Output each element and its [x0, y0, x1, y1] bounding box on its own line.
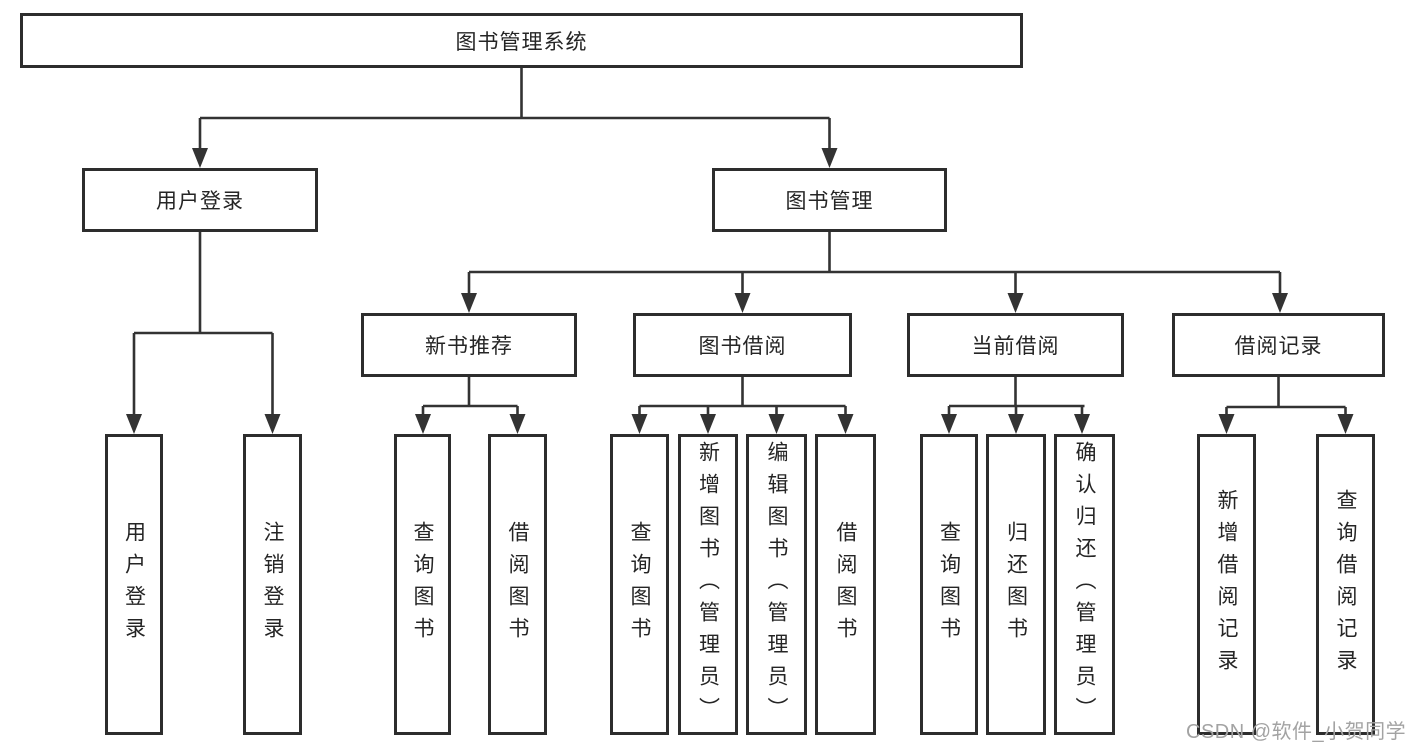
leaf-query-borrow-record-label: 查询借阅记录: [1334, 488, 1357, 681]
node-borrow-records-label: 借阅记录: [1234, 335, 1323, 358]
node-user-login-label: 用户登录: [156, 190, 244, 213]
leaf-user-login-label: 用户登录: [122, 520, 146, 649]
leaf-query-books-borrow-label: 查询图书: [628, 520, 651, 649]
leaf-query-books-recommend: 查询图书: [394, 434, 451, 735]
leaf-borrow-books-recommend: 借阅图书: [488, 434, 547, 735]
leaf-add-borrow-record: 新增借阅记录: [1197, 434, 1256, 735]
leaf-add-books-admin: 新增图书（管理员）: [678, 434, 738, 735]
leaf-edit-books-admin-label: 编辑图书（管理员）: [765, 440, 788, 729]
leaf-query-books-borrow: 查询图书: [610, 434, 669, 735]
leaf-add-borrow-record-label: 新增借阅记录: [1215, 488, 1238, 681]
leaf-query-borrow-record: 查询借阅记录: [1316, 434, 1375, 735]
leaf-confirm-return-admin-label: 确认归还（管理员）: [1073, 440, 1096, 729]
leaf-return-books-label: 归还图书: [1004, 520, 1028, 649]
node-borrow-records: 借阅记录: [1172, 313, 1385, 377]
leaf-confirm-return-admin: 确认归还（管理员）: [1054, 434, 1115, 735]
node-book-borrow-label: 图书借阅: [698, 335, 787, 358]
leaf-borrow-books: 借阅图书: [815, 434, 876, 735]
node-new-book-recommend-label: 新书推荐: [425, 335, 513, 358]
leaf-edit-books-admin: 编辑图书（管理员）: [746, 434, 807, 735]
node-book-borrow: 图书借阅: [633, 313, 852, 377]
leaf-user-login: 用户登录: [105, 434, 163, 735]
leaf-borrow-books-label: 借阅图书: [834, 520, 857, 649]
node-current-borrow-label: 当前借阅: [971, 335, 1060, 358]
watermark: CSDN @软件_小贺同学: [1186, 721, 1405, 743]
node-user-login: 用户登录: [82, 168, 318, 232]
node-book-management: 图书管理: [712, 168, 947, 232]
node-current-borrow: 当前借阅: [907, 313, 1124, 377]
leaf-logout: 注销登录: [243, 434, 302, 735]
node-book-management-label: 图书管理: [785, 190, 874, 213]
leaf-query-books-current-label: 查询图书: [937, 520, 961, 649]
leaf-return-books: 归还图书: [986, 434, 1046, 735]
leaf-query-books-current: 查询图书: [920, 434, 978, 735]
leaf-add-books-admin-label: 新增图书（管理员）: [696, 440, 720, 729]
leaf-logout-label: 注销登录: [261, 520, 284, 649]
node-new-book-recommend: 新书推荐: [361, 313, 577, 377]
leaf-borrow-books-recommend-label: 借阅图书: [506, 520, 529, 649]
leaf-query-books-recommend-label: 查询图书: [411, 520, 434, 649]
